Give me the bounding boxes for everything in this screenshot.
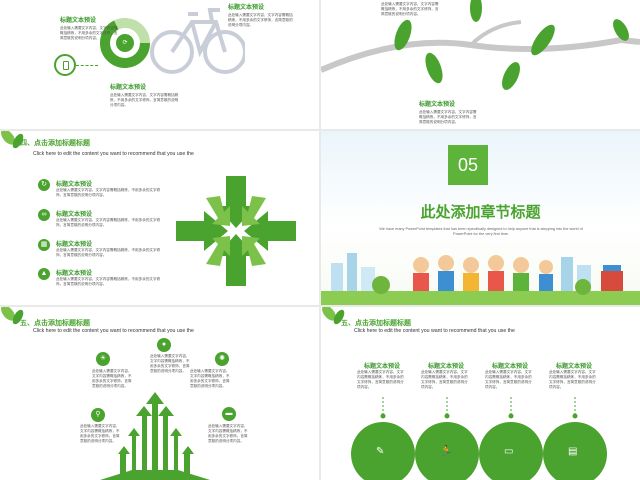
slide-6-thumbnail[interactable]: 五、点击添加标题标题 Click here to edit the conten…: [321, 307, 640, 480]
item-text: 此处输入需要文字内容，文字内容需概括精炼，不用多余的文字修饰，言简意赅的说明分项…: [190, 369, 230, 388]
block-title: 标题文本预设: [60, 18, 97, 24]
item-title: 标题文本预设: [56, 212, 93, 218]
block-text: 此处输入需要文字内容，文字内容需概括精炼，不用多余的文字修饰，言简意赅的说明分项…: [110, 93, 179, 107]
chapter-title: 此处添加章节标题: [420, 204, 541, 221]
item-text: 此处输入需要文字内容，文字内容需概括精炼，不用多余的文字修饰，言简意赅的说明分项…: [549, 370, 596, 389]
refresh-icon: ↻: [38, 179, 50, 191]
city-kids-illustration: [321, 253, 640, 305]
bicycle-icon: [150, 8, 245, 74]
lightbulb-icon: ☀: [96, 352, 110, 366]
slide-1-thumbnail[interactable]: ⟳ 标题文本预设 此处输入需要文字内容，文字内容需概括精炼，不用多余的文字修饰，…: [0, 0, 319, 129]
runner-icon: 🏃: [440, 446, 453, 457]
person-icon: ●: [157, 338, 171, 352]
section-heading: 四、点击添加标题标题: [20, 140, 90, 147]
item-title: 标题文本预设: [56, 271, 93, 277]
block-text: 此处输入需要文字内容，文字内容需概括精炼，不用多余的文字修饰，言简意赅的说明分项…: [228, 13, 293, 27]
gear-icon: ✺: [215, 352, 229, 366]
text-block: 标题文本预设 此处输入需要文字内容，文字内容需概括精炼，不用多余的文字修饰，言简…: [110, 82, 180, 108]
book-icon: ▤: [568, 446, 578, 457]
item-text: 此处输入需要文字内容，文字内容需概括精炼，不用多余的文字修饰，言简意赅的说明分项…: [80, 424, 120, 443]
item-text: 此处输入需要文字内容，文字内容需概括精炼，不用多余的文字修饰，言简意赅的说明分项…: [56, 188, 161, 197]
list-item: 标题文本预设 此处输入需要文字内容，文字内容需概括精炼，不用多余的文字修饰，言简…: [56, 179, 166, 198]
link-icon: ∞: [38, 209, 50, 221]
item-text: 此处输入需要文字内容，文字内容需概括精炼，不用多余的文字修饰，言简意赅的说明分项…: [92, 369, 132, 388]
list-item: 标题文本预设 此处输入需要文字内容，文字内容需概括精炼，不用多余的文字修饰，言简…: [56, 268, 166, 287]
leaf-corner-decoration: [1, 307, 24, 325]
section-subtitle: Click here to edit the content you want …: [33, 151, 194, 157]
search-icon: ⚲: [91, 408, 105, 422]
leaf-corner-decoration: [322, 307, 345, 325]
block-title: 标题文本预设: [110, 85, 147, 91]
item-text: 此处输入需要文字内容，文字内容需概括精炼，不用多余的文字修饰，言简意赅的说明分项…: [150, 354, 190, 373]
text-block: 标题文本预设 此处输入需要文字内容，文字内容需概括精炼，不用多余的文字修饰，言简…: [419, 99, 479, 125]
list-item: 标题文本预设 此处输入需要文字内容，文字内容需概括精炼，不用多余的文字修饰，言简…: [56, 239, 166, 258]
item-text: 此处输入需要文字内容，文字内容需概括精炼，不用多余的文字修饰，言简意赅的说明分项…: [421, 370, 468, 389]
item-title: 标题文本预设: [56, 182, 93, 188]
column-item: 标题文本预设 此处输入需要文字内容，文字内容需概括精炼，不用多余的文字修饰，言简…: [485, 361, 535, 390]
section-subtitle: Click here to edit the content you want …: [354, 328, 515, 334]
item-title: 标题文本预设: [363, 364, 400, 370]
chapter-number: 05: [448, 145, 488, 185]
column-item: 标题文本预设 此处输入需要文字内容，文字内容需概括精炼，不用多余的文字修饰，言简…: [357, 361, 407, 390]
item-text: 此处输入需要文字内容，文字内容需概括精炼，不用多余的文字修饰，言简意赅的说明分项…: [56, 277, 161, 286]
section-heading: 五、点击添加标题标题: [341, 320, 411, 327]
list-item: 标题文本预设 此处输入需要文字内容，文字内容需概括精炼，不用多余的文字修饰，言简…: [56, 209, 166, 228]
chat-icon: ▬: [222, 407, 236, 421]
block-title: 标题文本预设: [228, 5, 265, 11]
chapter-description: We have many PowerPoint templates that h…: [379, 227, 583, 236]
item-title: 标题文本预设: [56, 242, 93, 248]
slide-2-thumbnail[interactable]: 此处输入需要文字内容，文字内容需概括精炼，不用多余的文字修饰，言简意赅的说明分项…: [321, 0, 640, 129]
item-text: 此处输入需要文字内容，文字内容需概括精炼，不用多余的文字修饰，言简意赅的说明分项…: [56, 248, 161, 257]
film-icon: ▦: [38, 239, 50, 251]
section-heading: 五、点击添加标题标题: [20, 320, 90, 327]
item-text: 此处输入需要文字内容，文字内容需概括精炼，不用多余的文字修饰，言简意赅的说明分项…: [357, 370, 404, 389]
converging-arrows-graphic: [176, 176, 296, 286]
branch-with-leaves: [321, 0, 640, 90]
item-title: 标题文本预设: [491, 364, 528, 370]
text-block: 标题文本预设 此处输入需要文字内容，文字内容需概括精炼，不用多余的文字修饰，言简…: [60, 15, 120, 41]
slide-5-thumbnail[interactable]: 五、点击添加标题标题 Click here to edit the conten…: [0, 307, 319, 480]
column-item: 标题文本预设 此处输入需要文字内容，文字内容需概括精炼，不用多余的文字修饰，言简…: [549, 361, 599, 390]
semicircle-row-graphic: [351, 397, 607, 480]
slide-3-thumbnail[interactable]: 四、点击添加标题标题 Click here to edit the conten…: [0, 131, 319, 305]
block-text: 此处输入需要文字内容，文字内容需概括精炼，不用多余的文字修饰，言简意赅的说明分项…: [60, 26, 118, 40]
column-item: 标题文本预设 此处输入需要文字内容，文字内容需概括精炼，不用多余的文字修饰，言简…: [421, 361, 471, 390]
slide-4-thumbnail[interactable]: 05 此处添加章节标题 We have many PowerPoint temp…: [321, 131, 640, 305]
connector-line: [76, 65, 98, 66]
item-title: 标题文本预设: [555, 364, 592, 370]
item-text: 此处输入需要文字内容，文字内容需概括精炼，不用多余的文字修饰，言简意赅的说明分项…: [208, 424, 248, 443]
block-text: 此处输入需要文字内容，文字内容需概括精炼，不用多余的文字修饰，言简意赅的说明分项…: [419, 110, 477, 124]
phone-icon: [54, 54, 76, 76]
item-text: 此处输入需要文字内容，文字内容需概括精炼，不用多余的文字修饰，言简意赅的说明分项…: [56, 218, 161, 227]
top-text: 此处输入需要文字内容，文字内容需概括精炼，不用多余的文字修饰，言简意赅的说明分项…: [381, 2, 439, 16]
cycle-icon: ⟳: [119, 37, 131, 49]
graduation-icon: ▲: [38, 268, 50, 280]
leaf-corner-decoration: [1, 131, 24, 149]
item-title: 标题文本预设: [427, 364, 464, 370]
text-block: 标题文本预设 此处输入需要文字内容，文字内容需概括精炼，不用多余的文字修饰，言简…: [228, 2, 296, 28]
growth-arrows-graphic: [100, 392, 210, 480]
section-subtitle: Click here to edit the content you want …: [33, 328, 194, 334]
edit-icon: ✎: [376, 446, 385, 457]
block-title: 标题文本预设: [419, 102, 456, 108]
monitor-icon: ▭: [504, 446, 514, 457]
item-text: 此处输入需要文字内容，文字内容需概括精炼，不用多余的文字修饰，言简意赅的说明分项…: [485, 370, 532, 389]
